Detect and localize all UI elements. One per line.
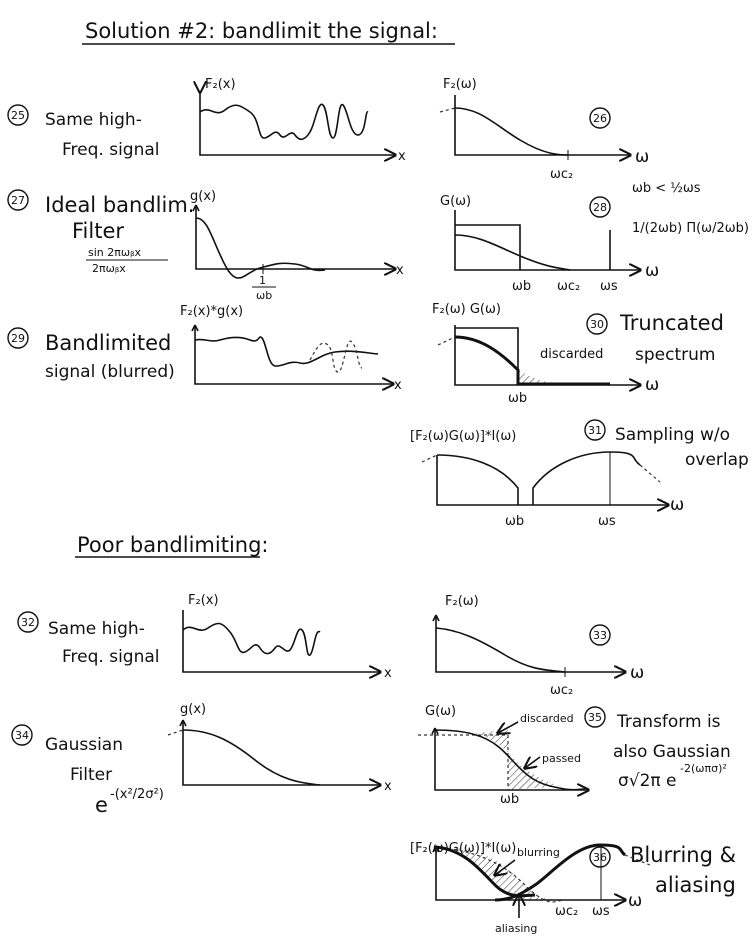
svg-text:29: 29 [11,332,25,345]
svg-text:F₂(ω): F₂(ω) [443,77,477,92]
svg-text:Transform is: Transform is [616,712,721,732]
svg-text:x: x [384,779,392,794]
svg-text:Sampling w/o: Sampling w/o [615,425,730,445]
svg-text:x: x [398,149,406,164]
svg-text:F₂(x)*g(x): F₂(x)*g(x) [180,304,243,319]
svg-text:σ√2π e: σ√2π e [618,771,677,791]
svg-text:32: 32 [21,616,35,629]
svg-text:Filter: Filter [72,219,124,243]
svg-text:F₂(x): F₂(x) [188,593,219,608]
svg-text:ωb: ωb [512,279,531,294]
svg-text:spectrum: spectrum [635,345,715,365]
svg-text:passed: passed [542,752,581,765]
svg-text:ωc₂: ωc₂ [550,167,573,182]
svg-text:ωb < ½ωs: ωb < ½ωs [632,181,701,196]
svg-text:G(ω): G(ω) [440,194,471,209]
svg-text:ωb: ωb [500,792,519,807]
svg-text:28: 28 [593,201,607,214]
svg-text:F₂(ω) G(ω): F₂(ω) G(ω) [432,302,501,317]
svg-text:2πωᵦx: 2πωᵦx [92,262,126,275]
svg-text:discarded: discarded [520,712,574,725]
svg-text:-(x²/2σ²): -(x²/2σ²) [110,787,164,802]
svg-text:ωc₂: ωc₂ [550,683,573,698]
svg-text:Same high-: Same high- [45,110,142,130]
svg-text:Same high-: Same high- [48,619,145,639]
svg-text:discarded: discarded [540,347,603,362]
svg-text:g(x): g(x) [190,189,216,204]
svg-text:27: 27 [11,194,25,207]
svg-text:aliasing: aliasing [495,922,537,935]
svg-text:sin 2πωᵦx: sin 2πωᵦx [88,246,142,259]
svg-text:ω: ω [645,261,659,281]
svg-text:-2(ωπσ)²: -2(ωπσ)² [680,762,727,775]
svg-text:ω: ω [635,147,649,167]
svg-text:ωb: ωb [505,514,524,529]
svg-text:also Gaussian: also Gaussian [613,742,731,762]
svg-text:ωb: ωb [508,391,527,406]
svg-text:31: 31 [588,424,602,437]
svg-text:ω: ω [670,495,684,515]
svg-text:signal (blurred): signal (blurred) [45,362,175,382]
svg-text:33: 33 [593,629,607,642]
svg-text:x: x [396,263,404,278]
svg-text:26: 26 [593,112,607,125]
svg-text:overlap: overlap [685,450,749,470]
svg-text:ωb: ωb [256,289,272,302]
svg-text:ω: ω [630,663,644,683]
svg-text:ω: ω [645,375,659,395]
section-title-poor-bandlimiting: Poor bandlimiting: [77,533,269,557]
panel-32-signal: 32 Same high- Freq. signal F₂(x) x [17,593,392,681]
svg-text:blurring: blurring [517,846,560,859]
svg-text:Truncated: Truncated [619,311,724,335]
svg-text:ω: ω [628,891,642,911]
page-title: Solution #2: bandlimit the signal: [85,19,438,43]
svg-text:F₂(x): F₂(x) [205,77,236,92]
svg-text:Ideal bandlim.: Ideal bandlim. [45,193,194,217]
svg-text:Freq. signal: Freq. signal [62,647,160,667]
svg-text:F₂(ω): F₂(ω) [445,594,479,609]
svg-text:ωc₂: ωc₂ [557,279,580,294]
svg-text:Gaussian: Gaussian [45,735,123,755]
panel-26-spectrum: 26 F₂(ω) ω ωc₂ [439,77,649,182]
svg-text:25: 25 [11,109,25,122]
panel-36-blurring-aliasing: [F₂(ω)G(ω)]*I(ω) 36 Blurring & aliasing … [410,841,736,935]
svg-text:G(ω): G(ω) [425,704,456,719]
panel-33-spectrum: F₂(ω) 33 ω ωc₂ [432,594,644,698]
svg-text:ωs: ωs [592,904,610,919]
svg-text:Blurring &: Blurring & [630,843,736,867]
panel-25-signal: 25 Same high- Freq. signal F₂(x) x [7,77,406,164]
panel-28-ideal-filter-spectrum: ωb < ½ωs 28 1/(2ωb) Π(ω/2ωb) G(ω) ω ωb ω… [440,181,749,294]
svg-text:1/(2ωb) Π(ω/2ωb): 1/(2ωb) Π(ω/2ωb) [632,221,749,236]
panel-30-truncated-spectrum: F₂(ω) G(ω) 30 Truncated spectrum discard… [432,302,724,406]
panel-31-sampling-no-overlap: [F₂(ω)G(ω)]*I(ω) 31 Sampling w/o overlap… [410,419,749,529]
svg-text:aliasing: aliasing [655,873,736,897]
svg-text:1: 1 [259,274,266,287]
svg-text:ωs: ωs [598,514,616,529]
svg-text:x: x [384,666,392,681]
panel-29-bandlimited-signal: F₂(x)*g(x) 29 Bandlimited signal (blurre… [7,304,402,393]
svg-text:ωc₂: ωc₂ [555,904,578,919]
panel-35-gaussian-transform: G(ω) 35 Transform is also Gaussian σ√2π … [418,704,731,807]
svg-text:36: 36 [593,851,607,864]
svg-text:g(x): g(x) [180,702,206,717]
svg-text:x: x [394,378,402,393]
svg-text:35: 35 [588,711,602,724]
svg-text:ωs: ωs [600,279,618,294]
panel-34-gaussian-filter: 34 Gaussian Filter e -(x²/2σ²) g(x) x [11,702,392,817]
svg-text:Bandlimited: Bandlimited [45,331,171,355]
svg-text:Filter: Filter [70,765,112,785]
svg-text:e: e [95,793,108,817]
svg-text:[F₂(ω)G(ω)]*I(ω): [F₂(ω)G(ω)]*I(ω) [410,429,516,444]
svg-text:30: 30 [590,318,604,331]
svg-text:Freq. signal: Freq. signal [62,140,160,160]
svg-text:34: 34 [15,729,29,742]
panel-27-ideal-filter: 27 Ideal bandlim. Filter sin 2πωᵦx 2πωᵦx… [7,189,404,302]
